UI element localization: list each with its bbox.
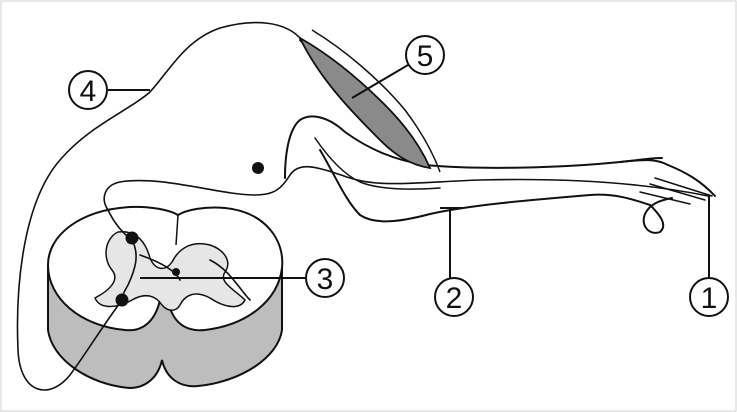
callout-4: 4 [69,71,107,109]
callout-3-text: 3 [317,263,334,296]
callout-4-text: 4 [80,75,97,108]
callout-2: 2 [435,278,473,316]
callout-5: 5 [406,36,444,74]
callout-1-text: 1 [701,282,718,315]
callout-2-text: 2 [446,282,463,315]
cord-junction-dot [172,268,180,276]
callout-3: 3 [306,259,344,297]
interneuron-cell-body [126,232,139,245]
callout-1: 1 [690,278,728,316]
callout-5-text: 5 [417,40,434,73]
spinal-ganglion [252,162,264,174]
motor-neuron-cell-body [116,294,129,307]
